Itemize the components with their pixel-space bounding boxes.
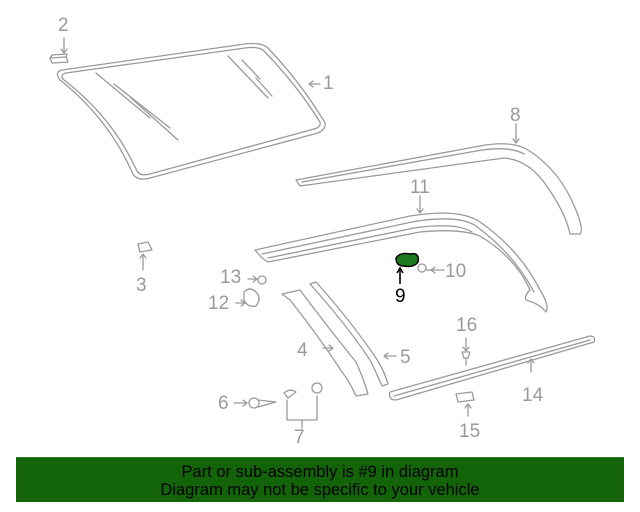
part-5-weatherstrip xyxy=(309,281,397,387)
callout-9[interactable]: 9 xyxy=(395,286,406,307)
callout-4[interactable]: 4 xyxy=(297,340,308,361)
banner-line-1: Part or sub-assembly is #9 in diagram xyxy=(181,463,459,481)
part-8-molding xyxy=(295,123,582,235)
callout-6[interactable]: 6 xyxy=(218,393,229,414)
callout-13[interactable]: 13 xyxy=(220,267,242,288)
info-banner: Part or sub-assembly is #9 in diagram Di… xyxy=(16,457,624,502)
part-6-screw xyxy=(233,397,277,409)
callout-5[interactable]: 5 xyxy=(400,347,411,368)
callout-10[interactable]: 10 xyxy=(445,261,467,282)
callout-16[interactable]: 16 xyxy=(456,315,478,336)
part-3-clip xyxy=(137,241,153,271)
banner-line-2: Diagram may not be specific to your vehi… xyxy=(160,481,480,499)
callout-1[interactable]: 1 xyxy=(323,73,334,94)
part-1-quarter-glass xyxy=(56,42,326,180)
part-12-clip xyxy=(235,288,260,308)
callout-11[interactable]: 11 xyxy=(410,177,430,198)
callout-2[interactable]: 2 xyxy=(58,15,69,36)
part-16-clip xyxy=(461,337,471,366)
callout-15[interactable]: 15 xyxy=(459,421,481,442)
part-13-clip xyxy=(247,275,267,285)
part-11-molding xyxy=(254,195,548,313)
callout-3[interactable]: 3 xyxy=(136,275,147,296)
part-7-clips xyxy=(283,382,323,429)
callout-14[interactable]: 14 xyxy=(522,385,544,406)
part-9-highlighted xyxy=(395,252,420,284)
part-10-clip xyxy=(417,263,445,274)
callout-8[interactable]: 8 xyxy=(510,105,521,126)
part-15-clip xyxy=(455,391,475,417)
part-14-molding xyxy=(388,335,596,401)
callout-7[interactable]: 7 xyxy=(294,427,305,448)
part-2-clip xyxy=(49,37,69,64)
callout-12[interactable]: 12 xyxy=(208,293,230,314)
part-4-pillar-trim xyxy=(281,289,369,397)
